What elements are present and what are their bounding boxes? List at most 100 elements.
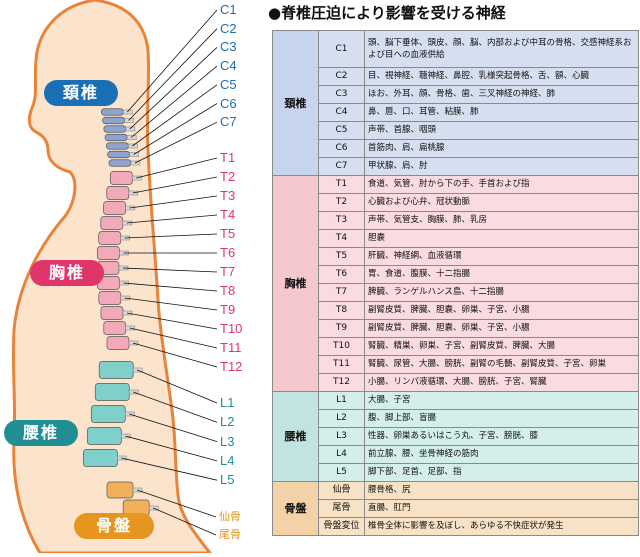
affected-area-cell: 腰骨格、尻 bbox=[364, 481, 639, 500]
leader-line bbox=[128, 28, 218, 121]
leader-line bbox=[137, 369, 218, 404]
affected-area-cell: 直腸、肛門 bbox=[364, 499, 639, 518]
leader-line bbox=[124, 297, 218, 311]
leader-line bbox=[122, 267, 218, 273]
vertebra-code-cell: T3 bbox=[318, 211, 365, 230]
vertebra-C1 bbox=[100, 108, 124, 116]
leader-line bbox=[153, 507, 217, 536]
vertebra-code-cell: T2 bbox=[318, 193, 365, 212]
vertebra-T11 bbox=[103, 321, 127, 335]
vertebra-code-cell: C7 bbox=[318, 157, 365, 176]
vertebra-label-L4: L4 bbox=[220, 452, 235, 468]
leader-line bbox=[132, 176, 218, 194]
vertebra-T1 bbox=[109, 171, 133, 185]
leader-line bbox=[136, 489, 217, 518]
leader-line bbox=[124, 233, 218, 239]
affected-area-cell: 肝臓、神経網、血液循環 bbox=[364, 247, 639, 266]
vertebra-code-cell: T5 bbox=[318, 247, 365, 266]
vertebra-label-C4: C4 bbox=[220, 58, 237, 74]
affected-area-cell: 小腸、リンパ液循環、大腸、膀胱、子宮、腎臓 bbox=[364, 373, 639, 392]
vertebra-T6 bbox=[97, 246, 120, 260]
vertebra-label-T8: T8 bbox=[220, 283, 236, 298]
leader-line bbox=[129, 327, 218, 349]
vertebra-code-cell: 仙骨 bbox=[318, 481, 365, 500]
affected-area-cell: 心臓および心弁、冠状動脈 bbox=[364, 193, 639, 212]
leader-line bbox=[126, 9, 218, 113]
affected-area-cell: 食道、気管、肘から下の手、手首および指 bbox=[364, 175, 639, 194]
affected-area-cell: 脾臓、ランゲルハンス島、十二指腸 bbox=[364, 283, 639, 302]
vertebra-code-cell: C2 bbox=[318, 67, 365, 86]
affected-area-cell: 胆嚢 bbox=[364, 229, 639, 248]
vertebra-code-cell: 尾骨 bbox=[318, 499, 365, 518]
vertebra-L4 bbox=[86, 427, 122, 445]
affected-area-cell: 性器、卵巣あるいはこう丸、子宮、膀胱、膝 bbox=[364, 427, 639, 446]
region-cell-pelvis: 骨盤 bbox=[272, 481, 319, 536]
leader-line bbox=[129, 413, 218, 442]
leader-lines bbox=[121, 9, 218, 536]
affected-area-cell: 脚下部、足首、足部、指 bbox=[364, 463, 639, 482]
vertebra-C3 bbox=[103, 125, 127, 133]
vertebra-label-T7: T7 bbox=[220, 264, 236, 279]
vertebra-code-cell: T7 bbox=[318, 283, 365, 302]
affected-area-cell: 腎臓、精巣、卵巣、子宮、副腎皮質、脾臓、大腸 bbox=[364, 337, 639, 356]
vertebra-code-cell: C4 bbox=[318, 103, 365, 122]
region-badge-thoracic: 胸椎 bbox=[30, 260, 104, 286]
leader-line bbox=[129, 47, 218, 130]
vertebra-code-cell: L4 bbox=[318, 445, 365, 464]
vertebra-label-L3: L3 bbox=[220, 433, 235, 449]
leader-line bbox=[125, 435, 218, 462]
vertebra-T4 bbox=[100, 216, 124, 230]
vertebra-code-cell: C6 bbox=[318, 139, 365, 158]
vertebra-code-cell: T8 bbox=[318, 301, 365, 320]
vertebra-仙骨 bbox=[106, 481, 134, 499]
affected-area-cell: 声帯、気管支、胸膜、肺、乳房 bbox=[364, 211, 639, 230]
vertebra-C5 bbox=[106, 142, 129, 150]
vertebra-label-T2: T2 bbox=[220, 169, 236, 184]
vertebra-code-cell: L3 bbox=[318, 427, 365, 446]
vertebra-T10 bbox=[100, 306, 124, 320]
vertebra-label-C3: C3 bbox=[220, 39, 237, 55]
region-cell-lumbar: 腰椎 bbox=[272, 391, 319, 482]
vertebra-code-cell: C3 bbox=[318, 85, 365, 104]
vertebra-label-L2: L2 bbox=[220, 414, 235, 430]
vertebra-code-cell: T12 bbox=[318, 373, 365, 392]
spinal-column bbox=[83, 108, 159, 517]
vertebra-T5 bbox=[98, 231, 122, 245]
vertebra-C7 bbox=[108, 159, 132, 167]
affected-area-cell: 鼻、唇、口、耳管、粘膜、肺 bbox=[364, 103, 639, 122]
vertebra-code-cell: L2 bbox=[318, 409, 365, 428]
affected-area-cell: 甲状腺、肩、肘 bbox=[364, 157, 639, 176]
vertebra-T12 bbox=[106, 336, 130, 350]
leader-line bbox=[134, 121, 218, 164]
vertebra-label-T9: T9 bbox=[220, 302, 236, 317]
leader-line bbox=[126, 312, 218, 330]
leader-line bbox=[132, 342, 218, 368]
affected-area-cell: 首筋肉、肩、扁桃腺 bbox=[364, 139, 639, 158]
vertebra-label-T11: T11 bbox=[220, 340, 242, 355]
affected-area-cell: 前立腺、腰、坐骨神経の筋肉 bbox=[364, 445, 639, 464]
vertebra-T3 bbox=[103, 201, 126, 215]
leader-line bbox=[121, 457, 218, 481]
vertebra-label-T6: T6 bbox=[220, 245, 236, 260]
leader-line bbox=[123, 282, 218, 292]
vertebra-label-T1: T1 bbox=[220, 150, 236, 165]
vertebra-code-cell: T1 bbox=[318, 175, 365, 194]
leader-line bbox=[130, 65, 218, 138]
